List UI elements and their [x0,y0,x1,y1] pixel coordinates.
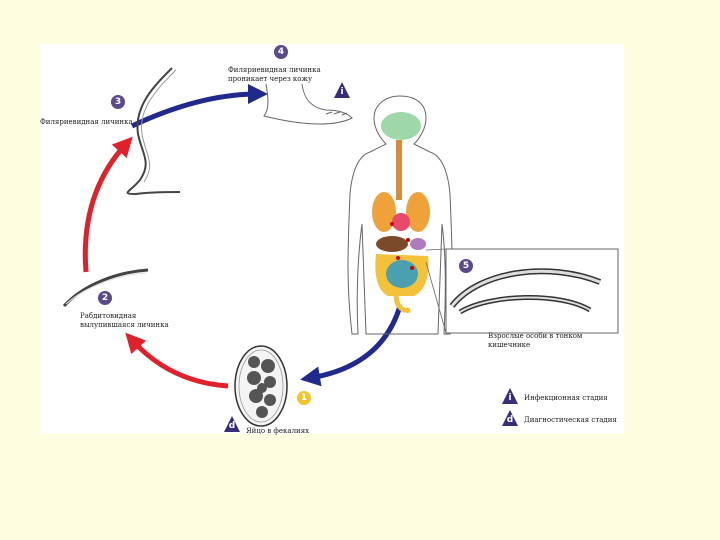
stage-4-label-line-1: Филяриевидная личинка [228,66,321,74]
stage-2-label-line-2: вылупившаяся личинка [80,321,169,329]
marker-triangle-icon [224,416,240,432]
arrow-1-to-2 [125,332,229,389]
stage-3-label: Филяриевидная личинка [40,118,133,127]
legend-infective-marker: i [502,388,518,404]
human-foot [263,83,353,125]
egg [234,345,288,427]
diagram-artwork [62,67,619,427]
stage-3-badge: 3 [111,95,125,109]
stage-5-label-line-1: Взрослые особи в тонком [488,332,583,340]
marker-triangle-icon [502,388,518,404]
stage-2-badge: 2 [98,291,112,305]
arrow-3-to-4 [130,84,268,129]
stage-1-label: Яйцо в фекалиях [246,427,309,436]
diagnostic-stage-marker: d [224,416,240,432]
legend-diagnostic-letter: d [506,415,514,425]
stage-2-label: Рабдитовидная вылупившаяся личинка [80,312,169,330]
human-body [347,95,453,335]
legend-diagnostic-marker: d [502,410,518,426]
legend-infective-label: Инфекционная стадия [524,394,608,402]
stage-3-label-line-1: Филяриевидная личинка [40,118,133,126]
adult-worms-inset [425,248,619,334]
filariform-larva [126,67,181,196]
arrow-2-to-3 [82,136,133,273]
legend-infective-letter: i [508,393,512,403]
stage-5-badge: 5 [459,259,473,273]
legend-diagnostic-label: Диагностическая стадия [524,416,617,424]
marker-triangle-icon [334,82,350,98]
stage-5-label: Взрослые особи в тонком кишечнике [488,332,582,350]
stage-4-label-line-2: проникает через кожу [228,75,313,83]
life-cycle-diagram: 4 3 2 1 5 Филяриевидная личинка проникае… [40,44,624,436]
stage-4-label: Филяриевидная личинка проникает через ко… [228,66,321,84]
stage-1-label-line-1: Яйцо в фекалиях [246,427,310,435]
diagnostic-marker-letter: d [228,421,236,431]
marker-triangle-icon [502,410,518,426]
infective-stage-marker: i [334,82,350,98]
stage-5-label-line-2: кишечнике [488,341,531,349]
arrow-5-to-1 [300,305,403,387]
stage-1-badge: 1 [297,391,311,405]
stage-2-label-line-1: Рабдитовидная [80,312,137,320]
infective-marker-letter: i [340,87,344,97]
stage-4-badge: 4 [274,45,288,59]
